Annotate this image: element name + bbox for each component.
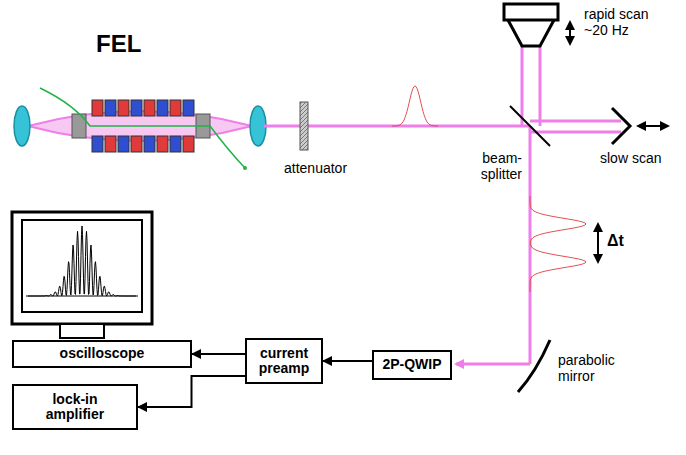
- amplifier-box: current preamp: [245, 338, 323, 384]
- system-label: FEL: [96, 30, 141, 58]
- box-text: oscilloscope: [60, 346, 145, 361]
- box-text: lock-in amplifier: [35, 392, 115, 423]
- instrument-box: oscilloscope: [12, 340, 192, 368]
- component-label: attenuator: [284, 160, 347, 176]
- signal-arrow: [138, 376, 245, 407]
- instrument-box: lock-in amplifier: [12, 384, 138, 430]
- detector-box: 2P-QWIP: [372, 350, 452, 380]
- component-label: parabolic mirror: [558, 352, 644, 384]
- box-text: 2P-QWIP: [382, 357, 441, 372]
- component-label: beam-splitter: [462, 150, 522, 182]
- component-label: rapid scan ~20 Hz: [584, 6, 676, 38]
- signal-arrow: [192, 353, 245, 355]
- box-text: current preamp: [253, 346, 315, 377]
- signal-arrow: [323, 360, 372, 362]
- component-label: slow scan: [600, 150, 680, 166]
- delay-label: Δt: [607, 232, 624, 250]
- fel-illustration: [14, 88, 266, 170]
